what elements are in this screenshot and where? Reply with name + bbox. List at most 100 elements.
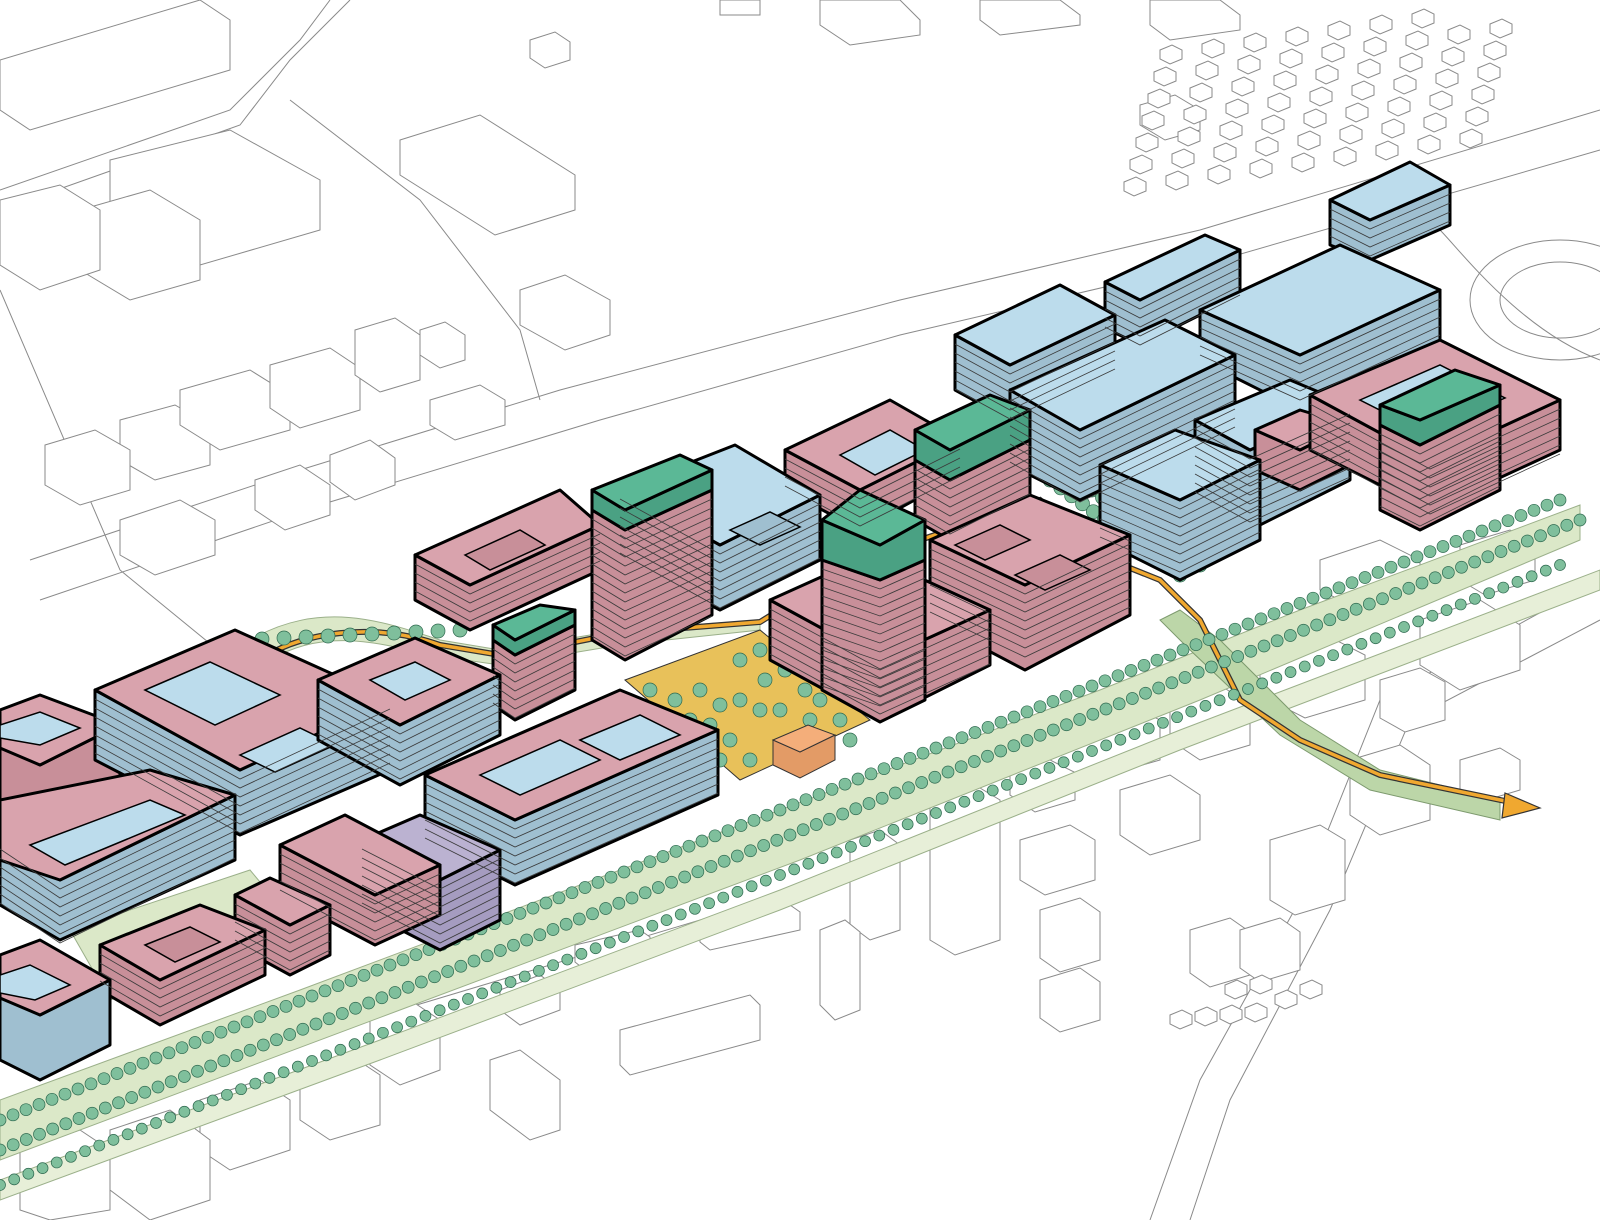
floor-line — [1199, 334, 1441, 401]
tree-icon — [712, 697, 728, 713]
floor-line — [317, 701, 501, 753]
floor-line — [1329, 193, 1451, 230]
floor-line — [424, 792, 719, 884]
context-house — [1273, 70, 1297, 91]
floor-line — [1309, 430, 1561, 497]
floor-line — [821, 604, 926, 626]
tree-icon — [1128, 728, 1141, 740]
tree-icon — [1242, 683, 1254, 695]
tree-icon — [816, 852, 829, 864]
floor-line — [424, 738, 719, 830]
context-house — [1207, 164, 1231, 185]
tree-icon — [757, 839, 771, 852]
tree-icon — [901, 818, 914, 831]
floor-line — [784, 457, 961, 509]
tree-icon — [1554, 559, 1566, 571]
floor-line — [94, 752, 391, 834]
tree-icon — [227, 1020, 241, 1034]
tree-icon — [1085, 679, 1099, 693]
floor-line — [591, 516, 713, 558]
floor-line — [1009, 372, 1236, 449]
tree-icon — [838, 777, 852, 791]
floor-line — [914, 448, 1031, 490]
tree-icon — [191, 1064, 204, 1078]
floor-line — [492, 669, 576, 701]
tree-icon — [419, 1010, 432, 1022]
floor-line — [591, 534, 713, 576]
tree-icon — [1540, 498, 1554, 512]
floor-line — [492, 633, 576, 665]
floor-line — [1379, 449, 1501, 491]
floor-line — [619, 543, 821, 600]
tree-icon — [678, 870, 692, 884]
tree-icon — [206, 1094, 219, 1107]
tree-icon — [335, 1007, 349, 1020]
tree-icon — [1415, 576, 1429, 590]
tree-icon — [944, 801, 957, 814]
tree-icon — [890, 757, 904, 770]
tree-icon — [845, 840, 857, 853]
tower-center — [820, 488, 927, 724]
tree-icon — [1511, 576, 1524, 588]
tree-icon — [1423, 545, 1437, 559]
tree-icon — [1020, 734, 1034, 747]
floor-line — [914, 475, 1031, 517]
floor-line — [1309, 421, 1561, 488]
floor-line — [821, 613, 926, 635]
tree-icon — [306, 1055, 318, 1067]
tree-icon — [1033, 728, 1047, 742]
tree-icon — [201, 1030, 215, 1044]
floor-line — [424, 756, 719, 848]
context-house — [1249, 974, 1273, 995]
context-house — [1183, 104, 1207, 125]
tree-icon — [45, 1092, 59, 1106]
tree-icon — [138, 1085, 152, 1099]
tree-icon — [249, 1077, 262, 1090]
tree-icon — [1086, 707, 1100, 721]
tree-icon — [1098, 674, 1112, 688]
tree-icon — [1323, 613, 1337, 627]
tree-icon — [643, 855, 657, 869]
floor-line — [0, 839, 236, 926]
floor-line — [94, 698, 391, 780]
floor-line — [317, 692, 501, 744]
tree-icon — [1481, 550, 1495, 564]
tree-icon — [1313, 654, 1325, 667]
floor-line — [1194, 449, 1351, 496]
context-house — [1129, 154, 1153, 175]
tree-icon — [1165, 676, 1179, 690]
tree-icon — [276, 630, 292, 646]
tree-icon — [703, 897, 715, 910]
tree-icon — [107, 1134, 120, 1146]
tree-icon — [1046, 723, 1060, 737]
floor-line — [591, 543, 713, 585]
context-house — [1249, 158, 1273, 179]
tree-icon — [480, 949, 494, 963]
floor-line — [929, 606, 1131, 658]
context-house — [1279, 48, 1303, 69]
floor-line — [1199, 325, 1441, 392]
tree-icon — [342, 627, 358, 643]
tree-icon — [318, 984, 332, 998]
tree-icon — [493, 944, 507, 957]
tree-icon — [786, 798, 800, 812]
tree-icon — [1191, 665, 1205, 679]
tree-icon — [842, 732, 858, 748]
tree-icon — [334, 1043, 347, 1056]
tree-icon — [1349, 602, 1363, 616]
floor-line — [1099, 468, 1261, 510]
tree-icon — [617, 865, 631, 879]
tree-icon — [97, 1072, 111, 1086]
floor-line — [424, 765, 719, 857]
tree-icon — [1310, 618, 1324, 632]
context-house — [1171, 148, 1195, 169]
tree-icon — [1157, 716, 1169, 729]
tree-icon — [1284, 666, 1297, 678]
tree-icon — [349, 1001, 362, 1015]
tree-icon — [632, 925, 645, 938]
tree-icon — [283, 1028, 297, 1041]
tree-icon — [674, 908, 687, 921]
tree-icon — [752, 702, 768, 718]
tree-icon — [500, 912, 514, 925]
floor-line — [0, 857, 236, 944]
